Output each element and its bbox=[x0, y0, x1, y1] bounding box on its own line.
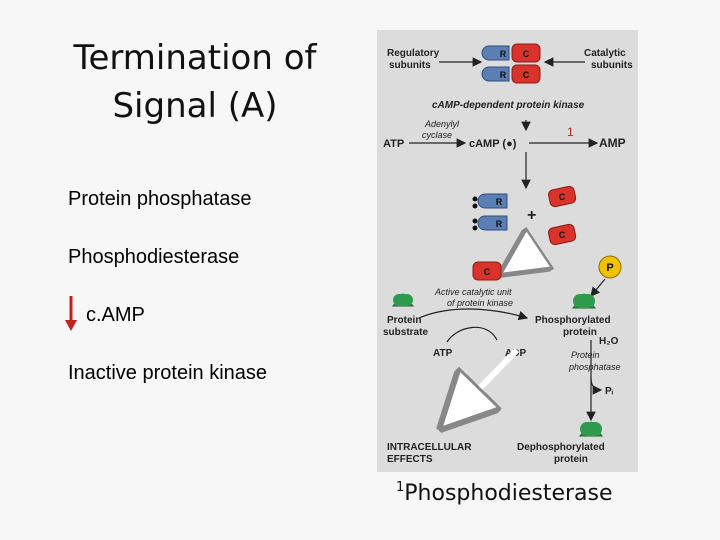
svg-text:C: C bbox=[523, 49, 530, 59]
svg-text:INTRACELLULAR: INTRACELLULAR bbox=[387, 442, 472, 453]
svg-text:R: R bbox=[496, 219, 503, 229]
svg-text:R: R bbox=[500, 49, 507, 59]
title-line-2: Signal (A) bbox=[112, 86, 278, 126]
svg-text:Protein: Protein bbox=[387, 315, 421, 326]
kinase-label: cAMP-dependent protein kinase bbox=[432, 100, 585, 111]
bullet-camp: c.AMP bbox=[86, 304, 145, 326]
free-catalytic-subunits: C C bbox=[548, 185, 577, 246]
intracellular-effects-label: INTRACELLULAR EFFECTS bbox=[387, 442, 472, 465]
catalytic-subunits-label: Catalytic subunits bbox=[584, 48, 633, 71]
phosphate-group: P bbox=[598, 255, 622, 279]
svg-text:Protein: Protein bbox=[571, 350, 600, 360]
catalytic-subunit-shapes: C C bbox=[511, 43, 541, 84]
active-unit-label: Active catalytic unit of protein kinase bbox=[434, 287, 513, 308]
bullet-inactive-protein-kinase: Inactive protein kinase bbox=[68, 362, 268, 384]
footnote-text: Phosphodiesterase bbox=[404, 481, 613, 506]
bullet-phosphodiesterase: Phosphodiesterase bbox=[68, 246, 240, 268]
svg-text:C: C bbox=[523, 70, 530, 80]
svg-text:subunits: subunits bbox=[591, 60, 633, 71]
svg-text:cyclase: cyclase bbox=[422, 130, 452, 140]
svg-text:C: C bbox=[559, 192, 566, 202]
protein-substrate-shape bbox=[391, 293, 415, 307]
footnote: 1Phosphodiesterase bbox=[396, 480, 613, 506]
title-line-1: Termination of bbox=[73, 38, 317, 78]
regulatory-camp-complex: R R bbox=[472, 193, 508, 231]
adenylyl-cyclase-label: Adenylyl cyclase bbox=[422, 119, 460, 140]
svg-text:R: R bbox=[496, 197, 503, 207]
svg-text:Catalytic: Catalytic bbox=[584, 48, 626, 59]
svg-text:Dephosphorylated: Dephosphorylated bbox=[517, 442, 605, 453]
bullet-protein-phosphatase: Protein phosphatase bbox=[68, 188, 252, 210]
svg-text:protein: protein bbox=[554, 454, 588, 465]
slide-title: Termination of Signal (A) bbox=[30, 34, 360, 130]
dephosphorylated-protein-label: Dephosphorylated protein bbox=[517, 442, 605, 465]
svg-text:P: P bbox=[606, 262, 613, 274]
svg-text:Adenylyl: Adenylyl bbox=[424, 119, 460, 129]
phosphodiesterase-marker: 1 bbox=[567, 125, 574, 139]
svg-text:Active catalytic unit: Active catalytic unit bbox=[434, 287, 512, 297]
regulatory-subunits-label: Regulatory subunits bbox=[387, 48, 440, 71]
phosphorylated-protein-label: Phosphorylated protein bbox=[535, 315, 611, 338]
svg-text:C: C bbox=[559, 230, 566, 240]
svg-text:subunits: subunits bbox=[389, 60, 431, 71]
amp-label: AMP bbox=[599, 136, 626, 150]
inorganic-phosphate-label: Pᵢ bbox=[605, 386, 614, 397]
dephosphorylated-protein-shape bbox=[578, 421, 604, 437]
plus-sign: + bbox=[527, 207, 536, 224]
atp-substrate-label: ATP bbox=[433, 348, 453, 359]
active-catalytic-unit: C bbox=[472, 261, 502, 281]
svg-text:Phosphorylated: Phosphorylated bbox=[535, 315, 611, 326]
svg-text:EFFECTS: EFFECTS bbox=[387, 454, 433, 465]
svg-text:Regulatory: Regulatory bbox=[387, 48, 440, 59]
svg-text:C: C bbox=[484, 267, 491, 277]
decrease-arrow-icon bbox=[65, 296, 77, 331]
svg-text:of protein kinase: of protein kinase bbox=[447, 298, 513, 308]
footnote-mark: 1 bbox=[396, 480, 405, 495]
svg-text:phosphatase: phosphatase bbox=[568, 362, 621, 372]
water-label: H₂O bbox=[599, 336, 619, 347]
phosphorylated-protein-shape bbox=[571, 293, 597, 309]
protein-substrate-label: Protein substrate bbox=[383, 315, 428, 338]
svg-text:R: R bbox=[500, 70, 507, 80]
atp-label: ATP bbox=[383, 138, 404, 150]
protein-phosphatase-label: Protein phosphatase bbox=[568, 350, 621, 372]
camp-label: cAMP (●) bbox=[469, 138, 517, 150]
signal-termination-diagram: Regulatory subunits R R C C Catalytic su… bbox=[377, 30, 638, 472]
svg-text:substrate: substrate bbox=[383, 327, 428, 338]
regulatory-subunit-shapes: R R bbox=[481, 45, 510, 82]
svg-text:protein: protein bbox=[563, 327, 597, 338]
